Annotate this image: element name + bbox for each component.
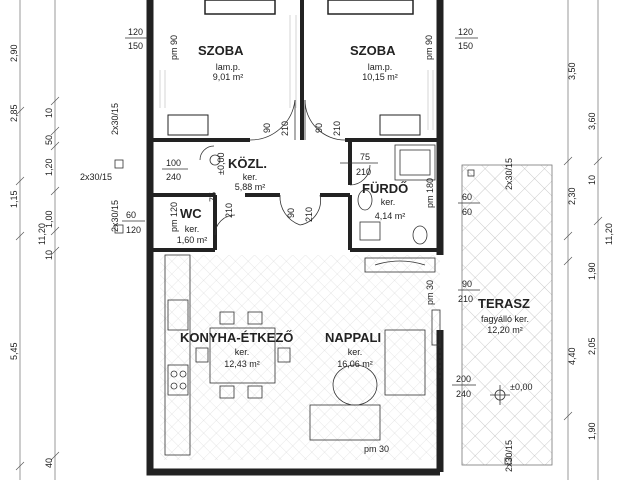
right-inner-dims: 3,60 10 1,90 2,05 1,90 xyxy=(587,112,597,440)
room-name-furdo: FÜRDŐ xyxy=(362,181,408,196)
wc-door-width: 75 xyxy=(208,192,218,202)
left-inner-dim-1: 10 xyxy=(44,108,54,118)
right-inner-dim-3: 1,90 xyxy=(587,262,597,280)
left-inner-dim-2: 50 xyxy=(44,135,54,145)
bath-window-sill: pm 180 xyxy=(425,178,435,208)
left-inner-dims: 10 50 1,20 1,00 10 40 xyxy=(44,108,54,468)
room-floor-wc: ker. xyxy=(185,224,200,234)
room-floor-furdo: ker. xyxy=(381,197,396,207)
left-outer-dim-1: 2,90 xyxy=(9,44,19,62)
wc-door-height: 210 xyxy=(224,203,234,218)
wc-window-height: 120 xyxy=(126,225,141,235)
room-name-terasz: TERASZ xyxy=(478,296,530,311)
right-inner-dim-2: 10 xyxy=(587,175,597,185)
window-2-width: 120 xyxy=(458,27,473,37)
laminate-floor-lines xyxy=(159,15,434,130)
room-floor-nappali: ker. xyxy=(348,347,363,357)
window-2-height: 150 xyxy=(458,41,473,51)
room-area-szoba-2: 10,15 m² xyxy=(362,72,398,82)
bath-window-width: 60 xyxy=(462,192,472,202)
left-outer-dim-2: 2,85 xyxy=(9,104,19,122)
room-name-wc: WC xyxy=(180,206,202,221)
room-name-konyha: KONYHA-ÉTKEZŐ xyxy=(180,330,293,345)
room-name-szoba-1: SZOBA xyxy=(198,43,244,58)
room-floor-szoba-1: lam.p. xyxy=(216,62,241,72)
right-outer-total: 11,20 xyxy=(604,223,614,245)
windows-top xyxy=(167,0,421,136)
dimension-lines xyxy=(15,0,603,480)
walls xyxy=(146,0,444,476)
room-name-szoba-2: SZOBA xyxy=(350,43,396,58)
wc-window-width: 60 xyxy=(126,210,136,220)
door-1-height: 210 xyxy=(280,121,290,136)
left-inner-dim-3: 1,20 xyxy=(44,158,54,176)
room-floor-terasz: fagyálló ker. xyxy=(481,314,529,324)
right-inner-dim-5: 1,90 xyxy=(587,422,597,440)
room-name-nappali: NAPPALI xyxy=(325,330,381,345)
left-outer-dims: 2,90 2,85 1,15 5,45 11,20 xyxy=(9,44,47,360)
door-4-height: 240 xyxy=(166,172,181,182)
glazing-width: 200 xyxy=(456,374,471,384)
room-area-szoba-1: 9,01 m² xyxy=(213,72,244,82)
post-label-2: 2x30/15 xyxy=(80,172,112,182)
window-1-sill: pm 90 xyxy=(169,35,179,60)
room-area-wc: 1,60 m² xyxy=(177,235,208,245)
right-inner-dim-1: 3,60 xyxy=(587,112,597,130)
bottom-window-sill: pm 30 xyxy=(364,444,389,454)
post-label-5: 2x30/15 xyxy=(504,440,514,472)
terrace-door-height: 210 xyxy=(458,294,473,304)
door-swings xyxy=(199,99,371,236)
terrace-level: ±0,00 xyxy=(510,382,532,392)
door-6-height: 210 xyxy=(304,207,314,222)
wc-window-sill: pm 120 xyxy=(169,202,179,232)
terrace-door-width: 90 xyxy=(462,279,472,289)
left-outer-dim-3: 1,15 xyxy=(9,190,19,208)
post-label-1: 2x30/15 xyxy=(110,103,120,135)
room-area-terasz: 12,20 m² xyxy=(487,325,523,335)
room-area-nappali: 16,06 m² xyxy=(337,359,373,369)
hall-level: ±0,00 xyxy=(216,153,226,175)
room-floor-kozl: ker. xyxy=(243,172,258,182)
living-floor-hatch xyxy=(160,255,440,460)
room-area-konyha: 12,43 m² xyxy=(224,359,260,369)
window-1-width: 120 xyxy=(128,27,143,37)
bath-window-height: 60 xyxy=(462,207,472,217)
right-outer-dims: 3,50 2,30 4,40 11,20 xyxy=(567,62,614,365)
door-6-width: 90 xyxy=(286,208,296,218)
right-outer-dim-2: 2,30 xyxy=(567,187,577,205)
left-inner-dim-4: 1,00 xyxy=(44,210,54,228)
door-2-width: 90 xyxy=(314,123,324,133)
room-floor-konyha: ker. xyxy=(235,347,250,357)
left-outer-dim-4: 5,45 xyxy=(9,342,19,360)
right-inner-dim-4: 2,05 xyxy=(587,337,597,355)
glazing-height: 240 xyxy=(456,389,471,399)
kitchen-furniture xyxy=(164,254,441,456)
door-2-height: 210 xyxy=(332,121,342,136)
room-name-kozl: KÖZL. xyxy=(228,156,267,171)
door-1-width: 90 xyxy=(262,123,272,133)
terrace-posts xyxy=(114,154,512,465)
window-1-height: 150 xyxy=(128,41,143,51)
terrace-door-sill: pm 30 xyxy=(425,280,435,305)
right-outer-dim-3: 4,40 xyxy=(567,347,577,365)
right-outer-dim-1: 3,50 xyxy=(567,62,577,80)
left-outer-total: 11,20 xyxy=(37,223,47,245)
door-3-height: 210 xyxy=(356,167,371,177)
post-label-3: 2x30/15 xyxy=(110,200,120,232)
bathroom-fixtures xyxy=(357,144,436,273)
terrace-area xyxy=(461,164,553,466)
window-2-sill: pm 90 xyxy=(424,35,434,60)
left-inner-dim-6: 40 xyxy=(44,458,54,468)
room-floor-szoba-2: lam.p. xyxy=(368,62,393,72)
room-area-kozl: 5,88 m² xyxy=(235,182,266,192)
post-label-4: 2x30/15 xyxy=(504,158,514,190)
door-4-width: 100 xyxy=(166,158,181,168)
opening-labels: 120 150 pm 90 120 150 pm 90 90 210 90 21… xyxy=(122,27,532,454)
left-inner-dim-5: 10 xyxy=(44,250,54,260)
room-area-furdo: 4,14 m² xyxy=(375,211,406,221)
door-3-width: 75 xyxy=(360,152,370,162)
